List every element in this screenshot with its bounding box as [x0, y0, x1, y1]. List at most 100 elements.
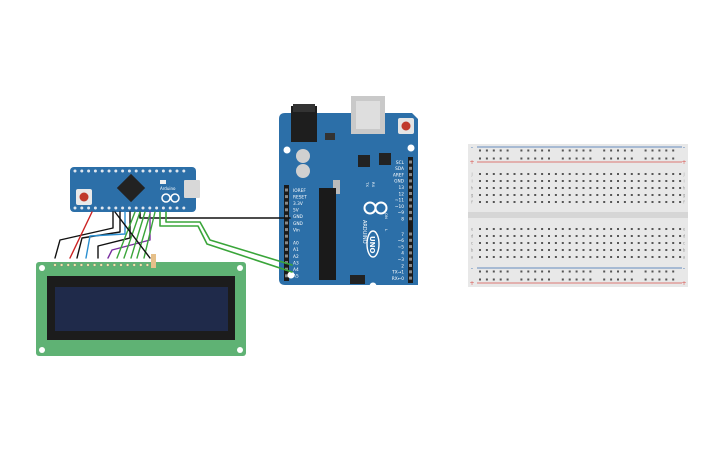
breadboard-hole[interactable] — [596, 228, 599, 230]
breadboard-rail-hole[interactable] — [561, 149, 564, 152]
breadboard-hole[interactable] — [644, 242, 647, 244]
breadboard-hole[interactable] — [527, 256, 530, 258]
breadboard-hole[interactable] — [513, 228, 516, 230]
breadboard-hole[interactable] — [665, 228, 668, 230]
breadboard-hole[interactable] — [679, 173, 682, 175]
breadboard-rail-hole[interactable] — [561, 278, 564, 281]
breadboard-hole[interactable] — [603, 228, 606, 230]
breadboard-hole[interactable] — [589, 201, 592, 203]
breadboard-hole[interactable] — [672, 228, 675, 230]
uno-header-pin[interactable] — [409, 179, 412, 183]
breadboard-rail-hole[interactable] — [541, 157, 544, 160]
breadboard-hole[interactable] — [603, 242, 606, 244]
uno-icsp-header[interactable] — [379, 153, 391, 165]
micro-pin[interactable] — [182, 206, 186, 210]
breadboard-hole[interactable] — [610, 228, 613, 230]
breadboard-hole[interactable] — [499, 242, 502, 244]
breadboard-hole[interactable] — [617, 228, 619, 230]
breadboard-hole[interactable] — [499, 173, 502, 175]
breadboard-hole[interactable] — [568, 249, 571, 251]
breadboard-hole[interactable] — [499, 249, 502, 251]
breadboard-hole[interactable] — [623, 242, 626, 244]
breadboard-hole[interactable] — [499, 194, 502, 196]
breadboard-hole[interactable] — [568, 173, 571, 175]
breadboard-hole[interactable] — [630, 235, 633, 237]
micro-pin[interactable] — [87, 206, 91, 210]
breadboard-hole[interactable] — [520, 180, 523, 182]
breadboard-rail-hole[interactable] — [534, 270, 537, 273]
breadboard-hole[interactable] — [596, 249, 599, 251]
breadboard-hole[interactable] — [589, 249, 592, 251]
breadboard-rail-hole[interactable] — [582, 149, 585, 152]
breadboard-rail-hole[interactable] — [479, 149, 481, 152]
breadboard-rail-hole[interactable] — [568, 149, 571, 152]
breadboard-hole[interactable] — [582, 194, 585, 196]
breadboard-rail-hole[interactable] — [610, 157, 613, 160]
uno-header-pin[interactable] — [409, 238, 412, 242]
breadboard-hole[interactable] — [548, 249, 550, 251]
breadboard-hole[interactable] — [479, 180, 481, 182]
micro-pin[interactable] — [80, 206, 84, 210]
breadboard-hole[interactable] — [506, 173, 509, 175]
breadboard-hole[interactable] — [610, 235, 613, 237]
breadboard-hole[interactable] — [575, 256, 578, 258]
breadboard-hole[interactable] — [568, 201, 571, 203]
breadboard-hole[interactable] — [554, 180, 557, 182]
breadboard-hole[interactable] — [479, 249, 481, 251]
breadboard-hole[interactable] — [617, 187, 619, 189]
breadboard-hole[interactable] — [658, 235, 661, 237]
breadboard-hole[interactable] — [513, 194, 516, 196]
lcd-pin[interactable] — [59, 263, 64, 267]
breadboard-rail-hole[interactable] — [589, 278, 592, 281]
breadboard-hole[interactable] — [644, 173, 647, 175]
breadboard-hole[interactable] — [658, 228, 661, 230]
breadboard-rail-hole[interactable] — [651, 278, 654, 281]
lcd-pin[interactable] — [106, 263, 110, 267]
breadboard-hole[interactable] — [679, 201, 682, 203]
breadboard-hole[interactable] — [617, 173, 619, 175]
breadboard-hole[interactable] — [665, 249, 668, 251]
uno-reset-button-cap[interactable] — [401, 121, 411, 131]
breadboard-hole[interactable] — [534, 180, 537, 182]
breadboard-hole[interactable] — [575, 173, 578, 175]
breadboard-hole[interactable] — [603, 235, 606, 237]
breadboard-hole[interactable] — [610, 187, 613, 189]
uno-header-pin[interactable] — [409, 173, 412, 177]
breadboard-hole[interactable] — [527, 235, 530, 237]
breadboard-hole[interactable] — [541, 228, 544, 230]
breadboard-hole[interactable] — [492, 173, 495, 175]
breadboard-hole[interactable] — [637, 180, 640, 182]
breadboard-hole[interactable] — [561, 235, 564, 237]
lcd-pin[interactable] — [53, 263, 57, 267]
breadboard-hole[interactable] — [617, 180, 619, 182]
breadboard-rail-hole[interactable] — [610, 278, 613, 281]
breadboard-hole[interactable] — [623, 194, 626, 196]
breadboard-hole[interactable] — [679, 242, 682, 244]
breadboard-hole[interactable] — [582, 242, 585, 244]
micro-pin[interactable] — [100, 206, 104, 210]
breadboard-rail-hole[interactable] — [658, 157, 661, 160]
uno-header-pin[interactable] — [409, 264, 412, 267]
breadboard-hole[interactable] — [534, 228, 537, 230]
breadboard-rail-hole[interactable] — [499, 149, 502, 152]
breadboard-rail-hole[interactable] — [492, 270, 495, 273]
uno-header-pin[interactable] — [285, 201, 288, 205]
breadboard-hole[interactable] — [644, 194, 647, 196]
breadboard-rail-hole[interactable] — [568, 278, 571, 281]
breadboard-hole[interactable] — [575, 235, 578, 237]
arduino-micro-board[interactable]: Arduino — [70, 167, 200, 212]
breadboard-hole[interactable] — [582, 256, 585, 258]
breadboard-hole[interactable] — [617, 194, 619, 196]
breadboard-hole[interactable] — [479, 201, 481, 203]
breadboard-rail-hole[interactable] — [527, 278, 530, 281]
breadboard-hole[interactable] — [679, 249, 682, 251]
breadboard-hole[interactable] — [623, 180, 626, 182]
breadboard-hole[interactable] — [485, 228, 488, 230]
breadboard-rail-hole[interactable] — [610, 149, 613, 152]
breadboard-hole[interactable] — [527, 201, 530, 203]
breadboard-hole[interactable] — [637, 173, 640, 175]
breadboard-hole[interactable] — [679, 187, 682, 189]
breadboard-hole[interactable] — [582, 180, 585, 182]
breadboard-hole[interactable] — [589, 194, 592, 196]
breadboard-rail-hole[interactable] — [630, 270, 633, 273]
